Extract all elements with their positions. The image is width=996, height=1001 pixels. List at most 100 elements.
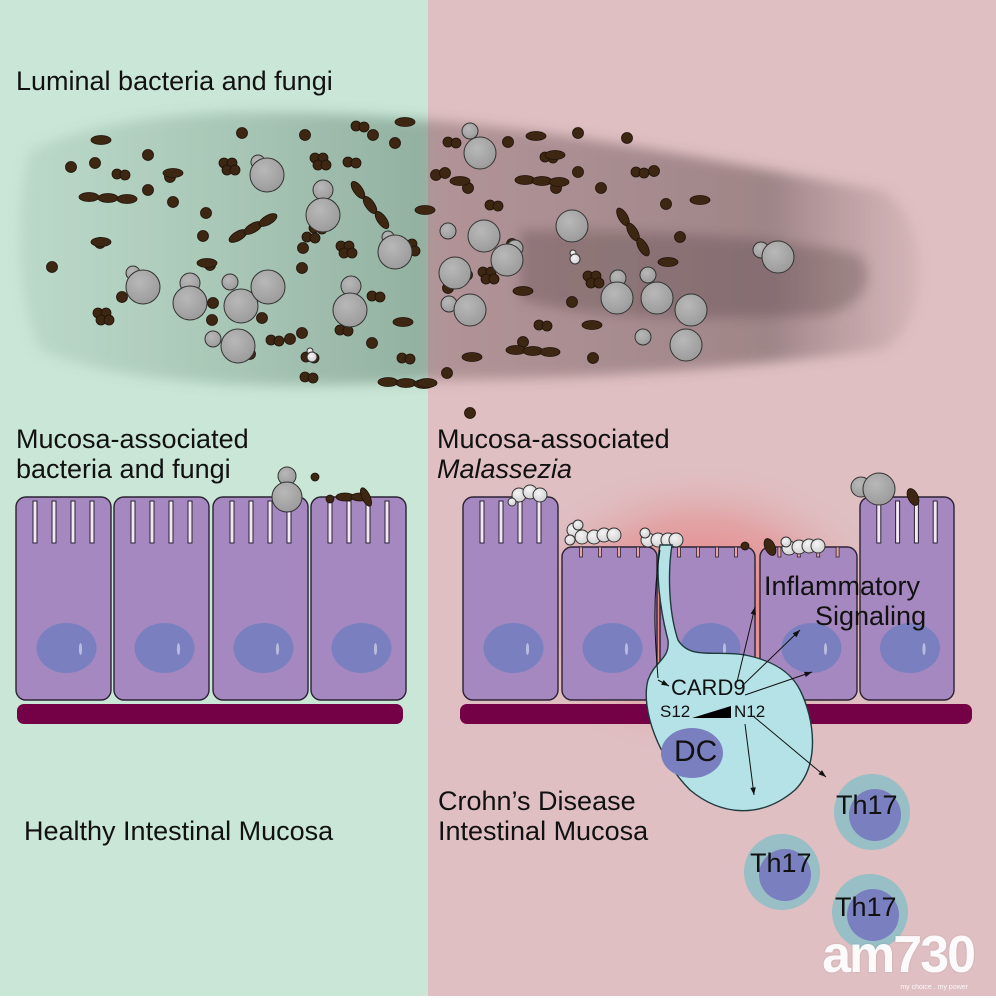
yeast-cell-icon <box>172 272 208 321</box>
yeast-body <box>507 497 517 507</box>
microvilli-gap <box>777 546 782 558</box>
epithelial-cell-icon <box>561 546 658 701</box>
yeast-cell-icon <box>810 538 826 554</box>
arrow-shaft <box>744 671 813 696</box>
bacteria-icon <box>229 164 241 176</box>
yeast-cell-icon <box>668 532 684 548</box>
bacteria-icon <box>142 184 154 196</box>
watermark-tagline: my choice . my power <box>900 984 968 991</box>
yeast-body <box>572 519 584 531</box>
microvilli-gap <box>248 500 254 544</box>
yeast-cell-icon <box>780 536 792 548</box>
epithelial-cell-icon <box>15 496 112 701</box>
bacteria-icon <box>525 131 547 141</box>
yeast-body <box>249 157 285 193</box>
bacteria-icon <box>374 291 386 303</box>
nucleus-highlight <box>722 643 727 655</box>
bacteria-icon <box>366 337 378 349</box>
inflammatory-label-2: Signaling <box>815 601 927 631</box>
bacteria-icon <box>906 488 920 506</box>
yeast-cell-icon <box>752 240 795 274</box>
epithelial-cell-icon <box>462 496 559 701</box>
bacteria-icon <box>46 261 58 273</box>
yeast-body <box>305 197 341 233</box>
yeast-cell-icon <box>555 209 589 243</box>
microvilli-gap <box>932 500 938 544</box>
yeast-body <box>606 527 622 543</box>
yeast-cell-icon <box>305 179 341 233</box>
bacteria-icon <box>636 237 650 257</box>
bacteria-icon <box>162 168 184 178</box>
bacteria-icon <box>346 247 358 259</box>
bacteria-icon <box>90 237 112 247</box>
yeast-cell-icon <box>271 466 303 513</box>
bacteria-icon <box>309 232 321 244</box>
dendritic-cell-icon <box>645 544 814 812</box>
card9-label: CARD9 <box>671 675 746 700</box>
bacteria-icon <box>544 150 566 160</box>
yeast-body <box>438 256 472 290</box>
microvilli-gap <box>835 546 840 558</box>
bacteria-icon <box>367 129 379 141</box>
nucleus <box>880 623 940 673</box>
basement-membrane <box>17 704 403 724</box>
epithelial-cell-icon <box>212 496 309 701</box>
yeast-bud <box>221 273 239 291</box>
mucosa-healthy-label-2: bacteria and fungi <box>16 454 231 484</box>
yeast-body <box>172 285 208 321</box>
yeast-body <box>377 234 413 270</box>
microvilli-gap <box>384 500 390 544</box>
yeast-cell-icon <box>507 497 517 507</box>
arrow-head <box>792 630 800 638</box>
yeast-body <box>569 253 581 265</box>
bacteria-icon <box>502 136 514 148</box>
bacteria-icon <box>389 137 401 149</box>
th17-label-b: Th17 <box>750 848 812 878</box>
bacteria-icon <box>310 472 320 482</box>
epithelial-cell-icon <box>859 496 955 701</box>
th17-nucleus <box>847 889 899 941</box>
arrow-shaft <box>741 629 801 687</box>
microvilli-gap <box>677 546 681 558</box>
bacteria-icon <box>394 117 416 127</box>
bacteria-icon <box>488 273 500 285</box>
nucleus-highlight <box>176 643 181 655</box>
microvilli-gap <box>70 500 76 544</box>
yeast-body <box>220 328 256 364</box>
yeast-body <box>463 136 497 170</box>
yeast-body <box>453 293 487 327</box>
bacteria-icon <box>441 367 453 379</box>
bacteria-icon <box>167 196 179 208</box>
yeast-cell-icon <box>250 269 286 305</box>
arrow-shaft <box>752 715 827 778</box>
yeast-cell-icon <box>600 269 634 315</box>
bacteria-icon <box>358 121 370 133</box>
yeast-cell-icon <box>572 519 584 531</box>
bacteria-icon <box>377 377 399 387</box>
microvilli-gap <box>876 500 882 544</box>
bacteria-icon <box>416 378 438 388</box>
microvilli-gap <box>187 500 193 544</box>
nucleus-highlight <box>525 643 530 655</box>
immune-cells <box>645 544 910 950</box>
bacteria-icon <box>539 347 561 357</box>
yeast-cell-icon <box>125 265 161 305</box>
bacteria-icon <box>342 325 354 337</box>
bacteria-icon <box>740 541 750 551</box>
nucleus-highlight <box>624 643 629 655</box>
bacteria-icon <box>512 286 534 296</box>
inflammatory-label-1: Inflammatory <box>764 571 921 601</box>
bacteria-icon <box>464 407 476 419</box>
yeast-body <box>674 293 708 327</box>
bacteria-icon <box>207 297 219 309</box>
th17-nucleus <box>849 789 901 841</box>
bacteria-icon <box>284 333 296 345</box>
luminal-microbes <box>46 117 795 419</box>
yeast-bud <box>439 222 457 240</box>
bacteria-icon <box>660 198 672 210</box>
yeast-cell-icon <box>569 249 581 265</box>
microvilli-gap <box>895 500 901 544</box>
s12-label: S12 <box>660 702 691 721</box>
bacteria-icon <box>307 372 319 384</box>
yeast-cell-icon <box>221 273 259 324</box>
